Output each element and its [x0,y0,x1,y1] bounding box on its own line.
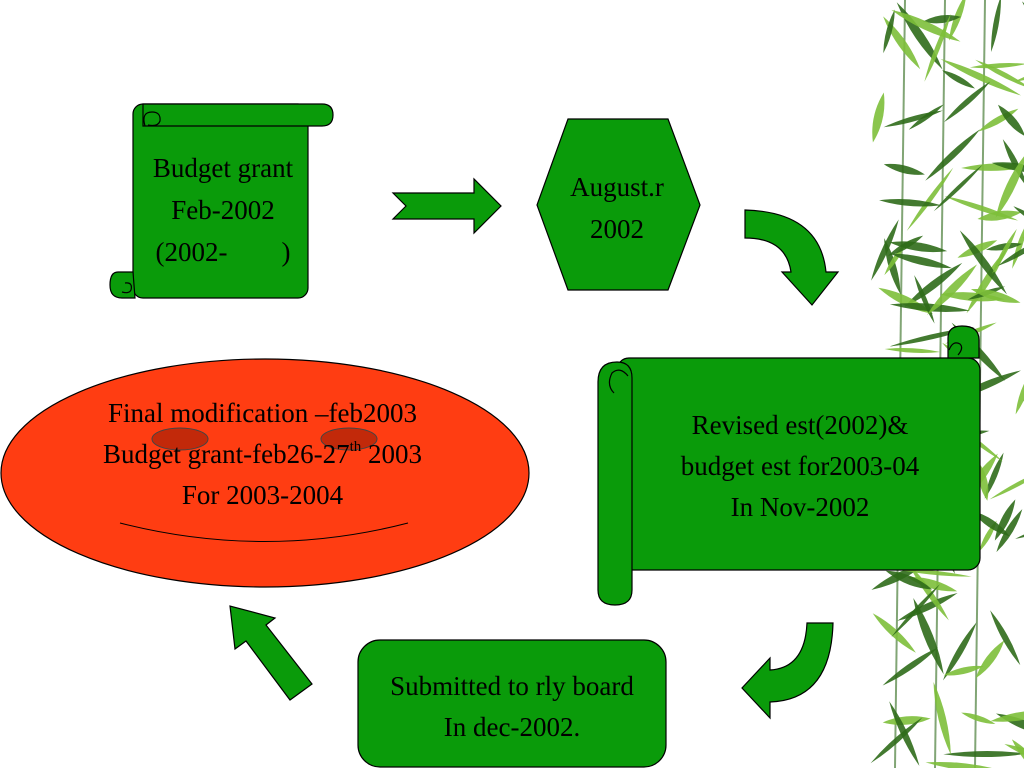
bamboo-leaf [871,219,899,281]
final-modification-ellipse [0,358,530,588]
august-line-1: August.r [570,172,664,202]
arrow-up-left-icon [229,605,313,701]
bamboo-leaf [986,242,1023,251]
final-modification-text: Final modification –feb2003 Budget grant… [20,393,505,516]
bamboo-leaf [908,104,944,130]
bamboo-leaf [890,253,952,269]
bamboo-leaf [996,509,1023,553]
bamboo-leaf [927,264,978,315]
bamboo-leaf [942,70,976,89]
bamboo-leaf [922,14,961,24]
bamboo-leaf [1013,206,1024,227]
submitted-line-2: In dec-2002. [443,712,581,742]
final-line-3: For 2003-2004 [181,480,344,510]
budget-grant-line-2: Feb-2002 [171,195,275,225]
revised-est-scroll [597,325,981,606]
bamboo-leaf [940,58,1021,96]
final-line-2-tail: 2003 [361,439,423,469]
submitted-box [357,639,667,768]
bamboo-leaf [997,237,1024,267]
bamboo-leaf [1022,1,1024,44]
bamboo-leaf [904,262,963,307]
bamboo-leaf [970,288,1021,303]
bamboo-leaf [884,348,941,353]
bamboo-leaf [992,228,1017,274]
bamboo-leaf [989,468,1024,500]
revised-est-text: Revised est(2002)& budget est for2003-04… [640,405,960,528]
revised-est-line-2: budget est for2003-04 [680,451,920,481]
bamboo-leaf [906,167,954,231]
bamboo-leaf [944,81,991,123]
bamboo-leaf [990,710,1024,722]
bamboo-leaf [908,563,949,621]
bamboo-leaf [995,153,1024,218]
bamboo-leaf [998,104,1024,137]
bamboo-leaf [925,129,981,181]
submitted-line-1: Submitted to rly board [390,671,634,701]
bamboo-leaf [883,9,895,54]
bamboo-leaf [1015,368,1024,415]
bamboo-leaf [943,665,984,676]
august-line-2: 2002 [590,214,644,244]
smile-arc [119,522,409,542]
bamboo-leaf [933,164,983,212]
final-line-2-superscript: th [349,439,362,455]
budget-grant-text: Budget grant Feb-2002 (2002- ) [118,147,328,273]
bamboo-leaf [933,682,951,755]
bamboo-leaf [882,647,939,686]
budget-grant-scroll [109,103,334,299]
bamboo-leaf [882,716,931,725]
bamboo-leaf [889,303,970,312]
bamboo-leaf [943,622,977,681]
august-text: August.r 2002 [537,166,697,250]
bamboo-leaf [991,0,1001,52]
left-eye-oval [151,427,209,451]
bamboo-leaf [879,199,942,207]
final-line-1: Final modification –feb2003 [108,398,417,428]
budget-grant-line-1: Budget grant [152,153,294,183]
arrow-right-icon [391,177,502,235]
bamboo-leaf [961,712,996,725]
curved-arrow-down-icon [744,209,840,306]
bamboo-leaf [872,613,916,653]
revised-est-line-3: In Nov-2002 [730,492,870,522]
budget-grant-line-3: (2002- ) [155,237,291,267]
bamboo-leaf [990,610,1021,666]
bamboo-leaf [889,241,948,253]
bamboo-leaf [925,761,1005,768]
revised-est-line-1: Revised est(2002)& [691,410,909,440]
august-hexagon [536,118,701,291]
bamboo-leaf [944,196,1019,221]
bamboo-leaf [943,750,1024,758]
bamboo-leaf [959,230,1008,295]
curved-arrow-down-left-icon [741,622,834,720]
bamboo-leaf [885,570,933,590]
bamboo-leaf [883,163,925,175]
final-line-2-main: Budget grant-feb26-27 [102,439,350,469]
bamboo-leaf [975,640,1005,679]
bamboo-leaf [1004,744,1024,765]
right-eye-oval [320,427,378,451]
final-line-2: Budget grant-feb26-27th 2003 [20,434,505,475]
bamboo-leaf [913,598,944,675]
bamboo-leaf [883,16,921,70]
bamboo-leaf [984,452,1004,499]
submitted-text: Submitted to rly board In dec-2002. [358,666,666,748]
bamboo-leaf [971,510,1010,537]
bamboo-leaf [872,92,885,143]
bamboo-leaf [914,275,935,324]
bamboo-leaf [924,13,951,82]
bamboo-leaf [969,63,1024,69]
bamboo-leaf [979,520,997,552]
bamboo-leaf [870,717,923,764]
